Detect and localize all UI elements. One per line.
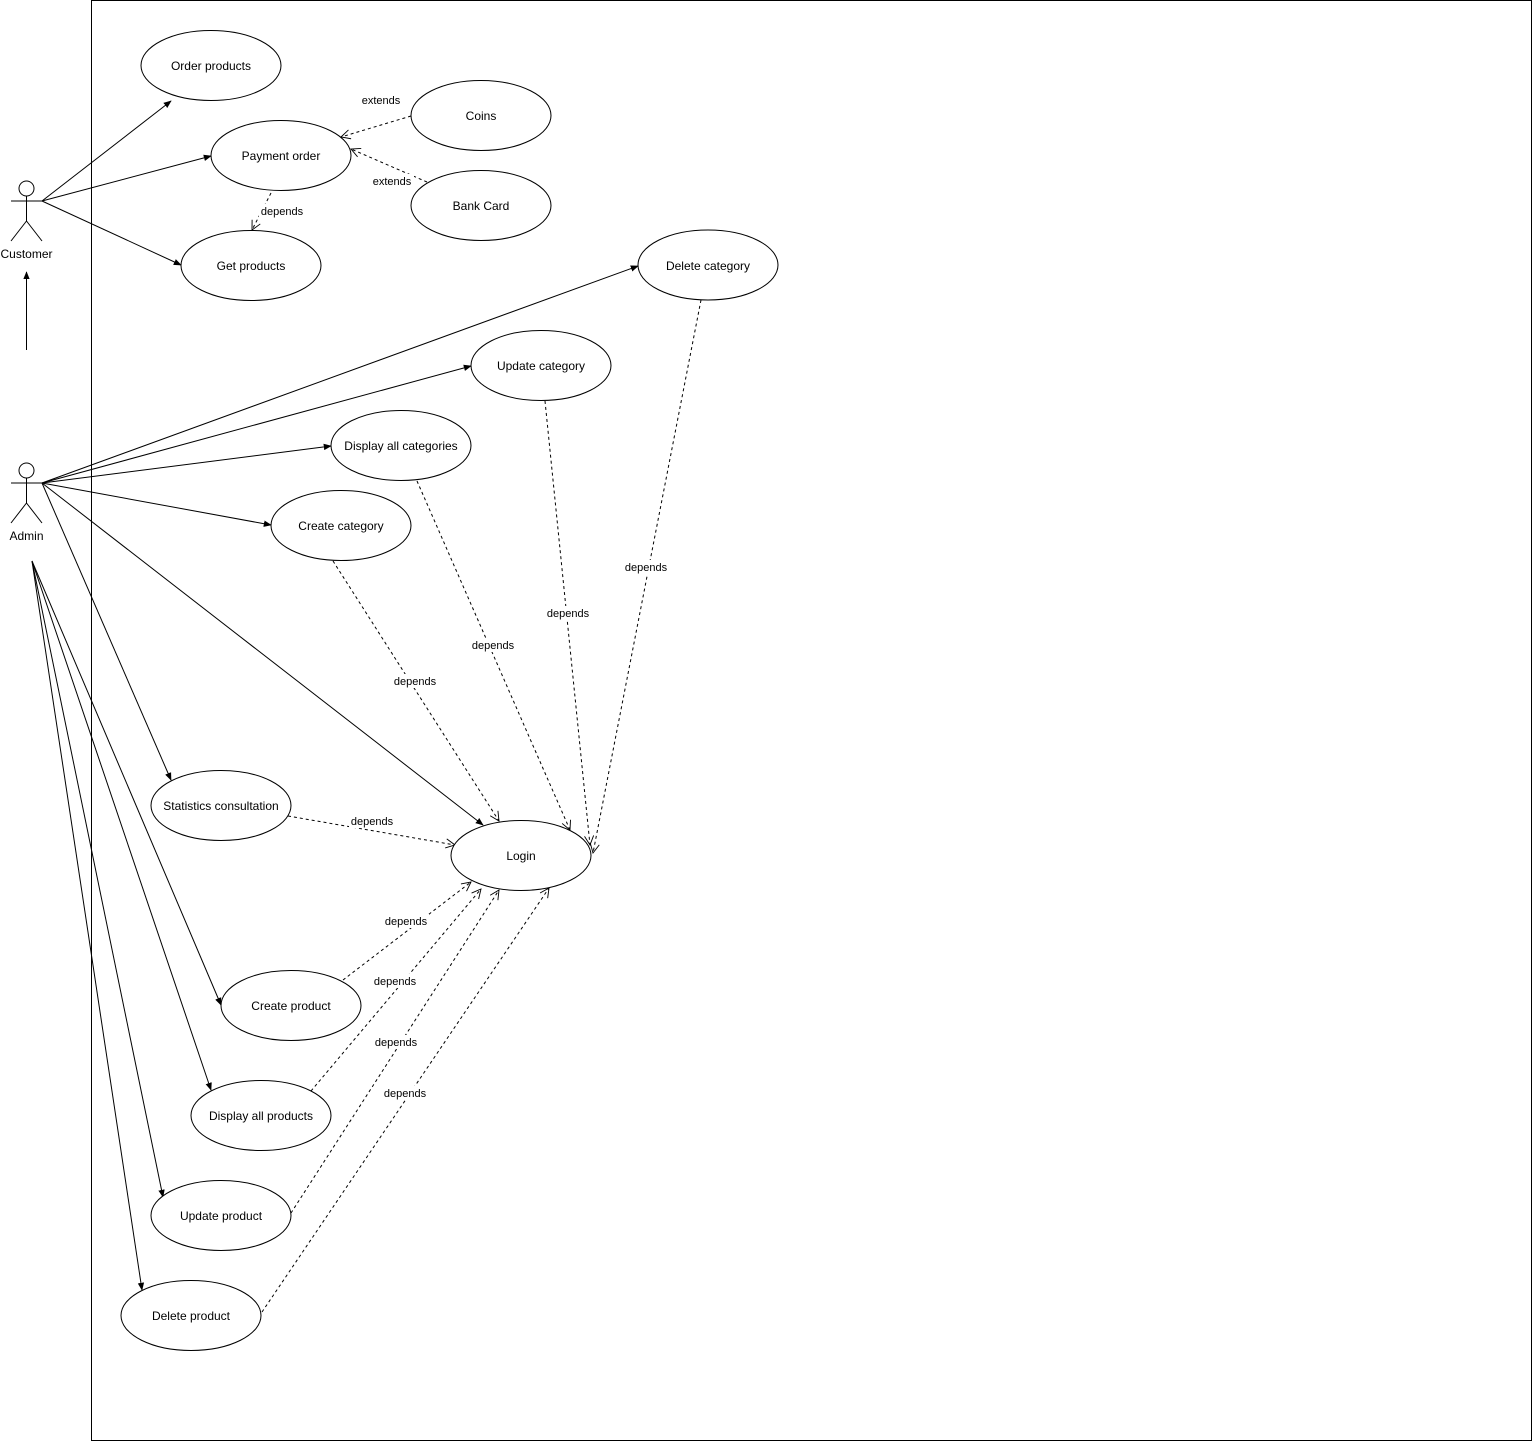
use-case-login[interactable]: Login — [450, 820, 592, 891]
depend-create-category-login[interactable] — [332, 560, 499, 821]
use-case-order-products[interactable]: Order products — [140, 30, 282, 101]
use-case-update-category[interactable]: Update category — [470, 330, 612, 401]
use-case-label: Coins — [466, 109, 497, 123]
use-case-display-all-products[interactable]: Display all products — [190, 1080, 332, 1151]
label-coins-extends: extends — [362, 95, 401, 107]
dependencies — [252, 115, 702, 1313]
actor-head — [18, 462, 35, 479]
associations — [31, 100, 639, 1291]
use-case-delete-category[interactable]: Delete category — [637, 229, 779, 301]
label-display-all-products-depends: depends — [374, 976, 417, 988]
use-case-label: Display all categories — [344, 439, 457, 453]
actor-leg-right — [26, 220, 43, 242]
actor-admin[interactable]: Admin — [9, 462, 44, 543]
depend-create-product-login[interactable] — [342, 882, 471, 981]
use-case-label: Payment order — [242, 149, 321, 163]
use-case-label: Update product — [180, 1209, 263, 1223]
depend-update-category-login[interactable] — [544, 400, 590, 845]
use-case-label: Delete product — [152, 1309, 231, 1323]
association-customer-order-products[interactable] — [41, 100, 172, 202]
depend-statistics-login[interactable] — [287, 815, 455, 845]
association-admin-update-category[interactable] — [41, 364, 472, 484]
label-update-product-depends: depends — [375, 1037, 418, 1049]
association-admin-create-category[interactable] — [41, 482, 272, 527]
use-case-bank-card[interactable]: Bank Card — [410, 170, 552, 241]
label-display-all-categories-depends: depends — [472, 640, 515, 652]
use-case-label: Statistics consultation — [163, 799, 278, 813]
use-case-display-all-categories[interactable]: Display all categories — [330, 410, 472, 481]
use-case-label: Delete category — [666, 259, 750, 273]
use-case-label: Update category — [497, 359, 585, 373]
use-cases: Order products Payment order Coins Bank … — [120, 30, 779, 1351]
actor-head — [18, 180, 35, 197]
use-case-get-products[interactable]: Get products — [180, 230, 322, 301]
association-admin-statistics[interactable] — [41, 482, 172, 781]
association-admin-delete-product[interactable] — [31, 560, 145, 1291]
actor-leg-left — [10, 502, 27, 524]
label-bank-card-extends: extends — [373, 176, 412, 188]
association-admin-delete-category[interactable] — [41, 265, 639, 484]
association-admin-display-all-categories[interactable] — [41, 443, 332, 484]
system-boundary — [91, 0, 1532, 1441]
label-payment-depends: depends — [261, 206, 304, 218]
use-case-delete-product[interactable]: Delete product — [120, 1280, 262, 1351]
use-case-label: Create category — [298, 519, 383, 533]
association-customer-payment-order[interactable] — [41, 154, 212, 202]
association-admin-update-product[interactable] — [31, 560, 165, 1198]
actor-label-customer: Customer — [0, 247, 52, 261]
use-case-payment-order[interactable]: Payment order — [210, 120, 352, 191]
actor-customer[interactable]: Customer — [0, 180, 53, 261]
label-create-product-depends: depends — [385, 916, 428, 928]
depend-delete-category-login[interactable] — [593, 299, 702, 853]
label-create-category-depends: depends — [394, 676, 437, 688]
association-customer-get-products[interactable] — [41, 200, 182, 266]
use-case-update-product[interactable]: Update product — [150, 1180, 292, 1251]
use-case-label: Get products — [217, 259, 286, 273]
use-case-statistics-consultation[interactable]: Statistics consultation — [150, 770, 292, 841]
extend-coins-payment[interactable] — [341, 115, 412, 137]
actor-label-admin: Admin — [9, 529, 43, 543]
association-admin-login[interactable] — [41, 482, 484, 826]
use-case-label: Login — [506, 849, 535, 863]
association-admin-display-all-products[interactable] — [31, 560, 212, 1091]
depend-update-product-login[interactable] — [290, 890, 499, 1214]
depend-display-all-categories-login[interactable] — [416, 480, 570, 830]
use-case-create-product[interactable]: Create product — [220, 970, 362, 1041]
label-statistics-depends: depends — [351, 816, 394, 828]
label-delete-category-depends: depends — [625, 562, 668, 574]
use-case-label: Order products — [171, 59, 251, 73]
depend-display-all-products-login[interactable] — [310, 889, 481, 1092]
use-case-create-category[interactable]: Create category — [270, 490, 412, 561]
use-case-label: Display all products — [209, 1109, 313, 1123]
relation-labels: extends extends depends depends depends … — [259, 93, 669, 1100]
association-admin-create-product[interactable] — [31, 560, 222, 1006]
actor-leg-right — [26, 502, 43, 524]
use-case-label: Create product — [251, 999, 331, 1013]
use-case-label: Bank Card — [453, 199, 510, 213]
use-case-coins[interactable]: Coins — [410, 80, 552, 151]
label-update-category-depends: depends — [547, 608, 590, 620]
actor-leg-left — [10, 220, 27, 242]
label-delete-product-depends: depends — [384, 1088, 427, 1100]
extend-bankcard-payment[interactable] — [351, 149, 428, 183]
depend-delete-product-login[interactable] — [261, 888, 549, 1313]
